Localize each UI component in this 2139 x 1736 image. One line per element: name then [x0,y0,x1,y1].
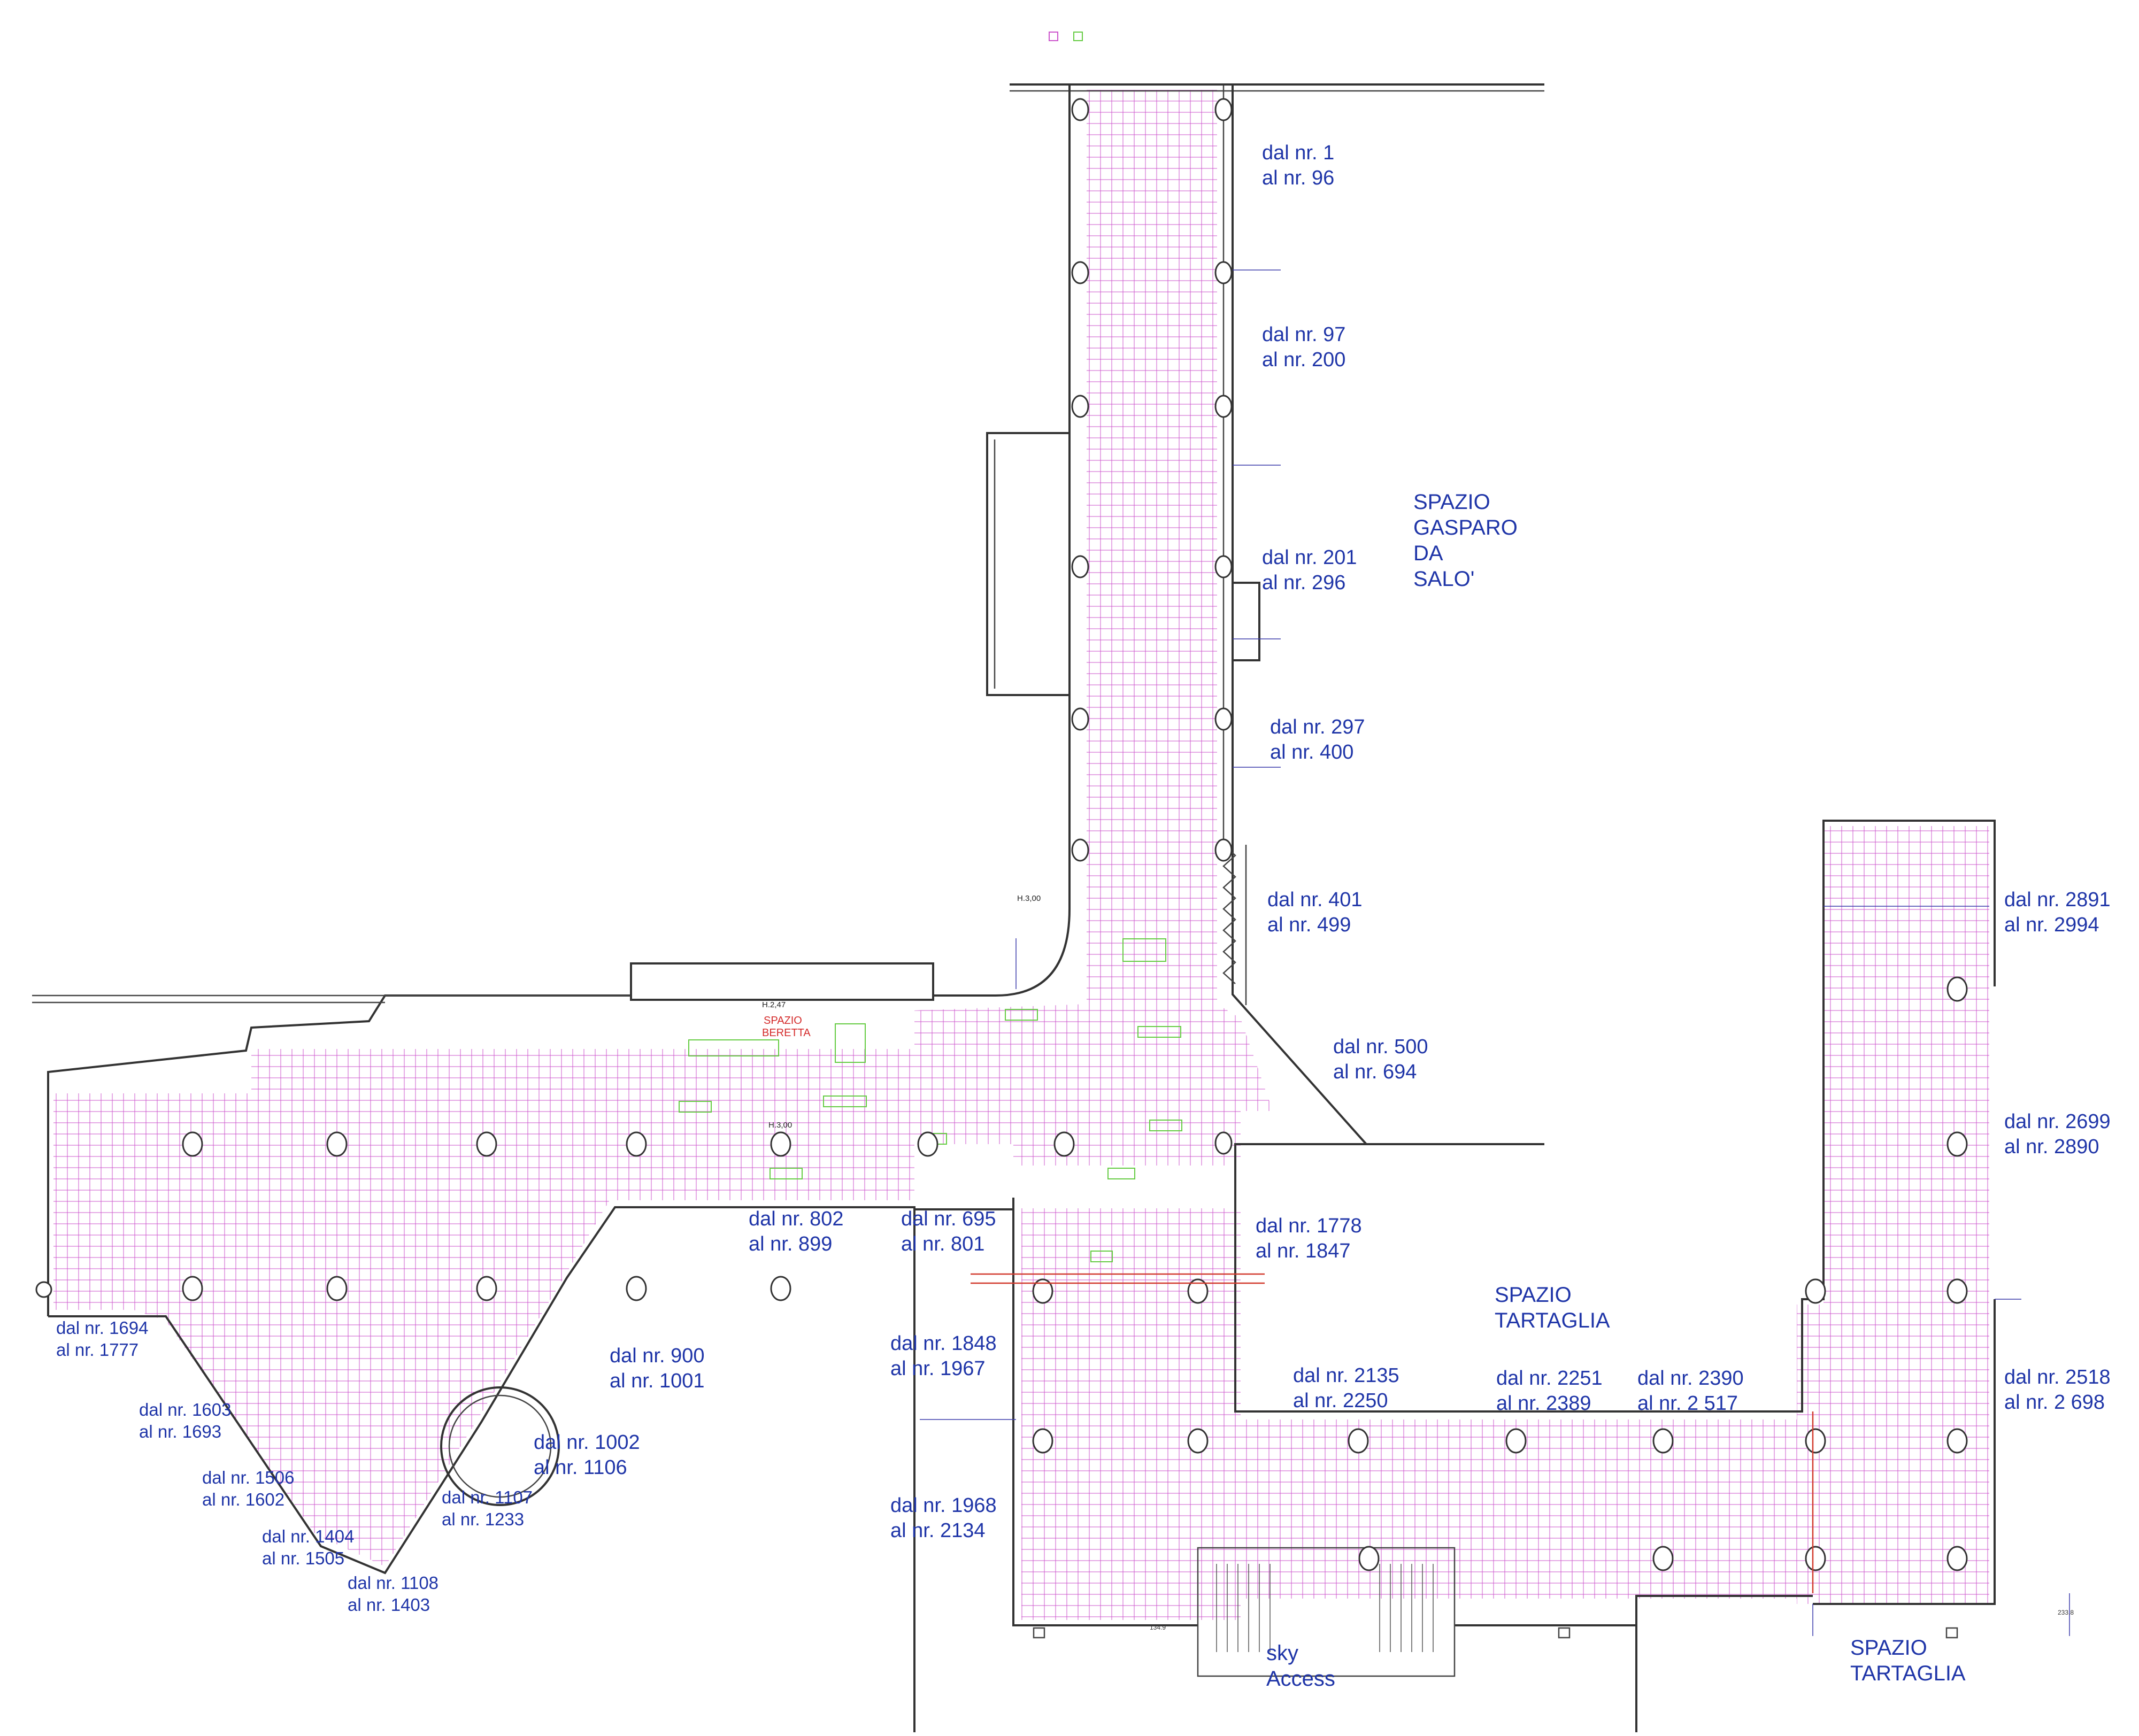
bottom-markers [1033,1627,1958,1639]
wall-side-room [986,432,1070,696]
green-legend-square [1073,32,1083,41]
wall-beretta-box [630,962,934,996]
section-cut-lines [971,1273,1814,1593]
dimension-labels: 134.9 233.8 [1150,1609,2074,1631]
label-spazio-beretta: SPAZIO BERETTA [762,1015,811,1039]
height-label-left: H.3,00 [768,1121,792,1130]
sky-access-stairs [1197,1547,1456,1677]
space-labels: SPAZIO GASPARO DA SALO' SPAZIO BERETTA S… [762,490,1966,1691]
dimension-label-right: 233.8 [2058,1609,2074,1616]
wall-bottom [1012,1209,1198,1626]
legend [1049,32,1083,41]
pink-legend-square [1049,32,1058,41]
wall-left-hall-bottom [48,1198,1014,1575]
wall-diagonal-corridor [1232,839,1367,1145]
height-labels: H.3,00 H.2,47 H.3,00 [762,894,1041,1130]
seat-grid-areas [53,90,1989,1620]
height-label-beretta: H.2,47 [762,1000,786,1009]
wall-center-right [1234,820,1996,1413]
wall-curved-corner [995,908,1071,997]
grid-corridor [1087,90,1217,1004]
walls [32,83,1996,1732]
height-label-top: H.3,00 [1017,894,1041,903]
label-spazio-gasparo: SPAZIO GASPARO DA SALO' [1413,490,1524,591]
label-sky-access: sky Access [1266,1641,1335,1691]
grid-left-hall [53,1049,914,1567]
rotunda [440,1386,560,1506]
zigzag-wall [1222,844,1236,984]
dimension-label-left: 134.9 [1150,1624,1166,1631]
columns [35,98,1968,1571]
label-spazio-tartaglia-right: SPAZIO TARTAGLIA [1850,1636,1966,1685]
grid-junction [914,1004,1273,1166]
highlighted-seats [679,938,1182,1262]
reference-lines [920,269,2070,1636]
label-spazio-tartaglia-center: SPAZIO TARTAGLIA [1495,1283,1610,1332]
